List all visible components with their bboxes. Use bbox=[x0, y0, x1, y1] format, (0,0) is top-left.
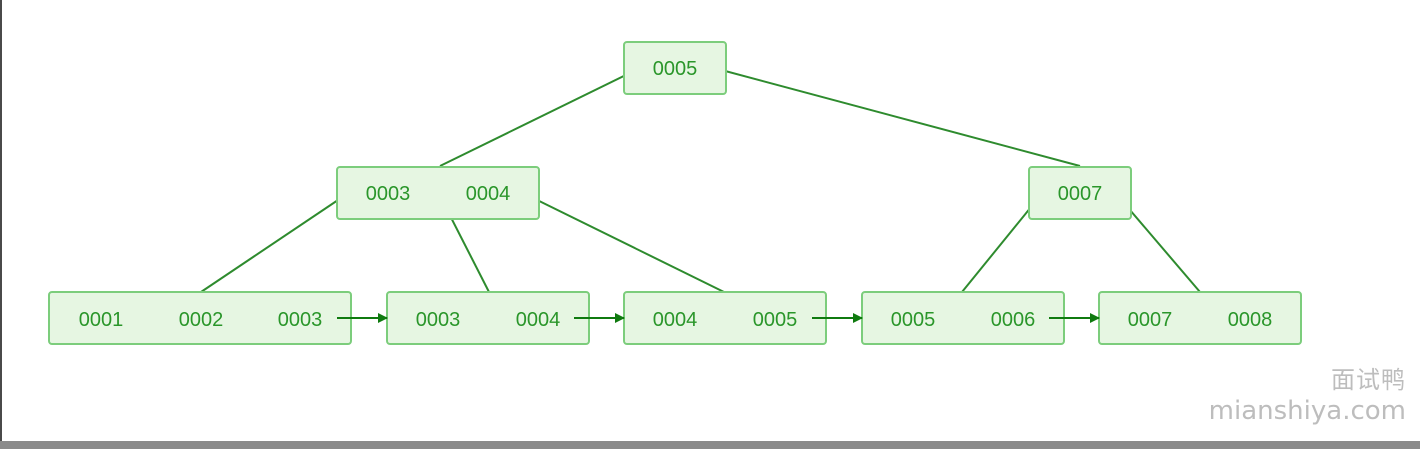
leaf-2-key-0: 0003 bbox=[416, 309, 461, 331]
bottom-edge-bar bbox=[0, 441, 1420, 449]
leaf-5-key-0: 0007 bbox=[1128, 309, 1173, 331]
edge-root-to-internal-right bbox=[713, 67, 1081, 167]
internal-node-right: 0007 bbox=[1028, 166, 1132, 220]
leaf-2-key-1: 0004 bbox=[516, 309, 561, 331]
leaf-1-key-1: 0002 bbox=[179, 309, 224, 331]
leaf-4-key-1: 0006 bbox=[991, 309, 1036, 331]
edge-internal-left-to-leaf-3 bbox=[528, 195, 725, 293]
leaf-3-key-1: 0005 bbox=[753, 309, 798, 331]
internal-node-left: 0003 0004 bbox=[336, 166, 540, 220]
leaf-3-key-0: 0004 bbox=[653, 309, 698, 331]
watermark-site: mianshiya.com bbox=[1208, 396, 1406, 426]
internal-left-key-0: 0003 bbox=[366, 183, 411, 205]
leaf-4-key-0: 0005 bbox=[891, 309, 936, 331]
leaf-node-4: 0005 0006 bbox=[861, 291, 1065, 345]
edge-internal-right-to-leaf-4 bbox=[961, 195, 1041, 293]
watermark-chinese: 面试鸭 bbox=[1331, 366, 1406, 394]
leaf-node-2: 0003 0004 bbox=[386, 291, 590, 345]
leaf-node-3: 0004 0005 bbox=[623, 291, 827, 345]
leaf-node-1: 0001 0002 0003 bbox=[48, 291, 352, 345]
root-node: 0005 bbox=[623, 41, 727, 95]
edge-root-to-internal-left bbox=[439, 69, 637, 167]
internal-right-key-0: 0007 bbox=[1058, 183, 1103, 205]
leaf-node-5: 0007 0008 bbox=[1098, 291, 1302, 345]
leaf-1-key-0: 0001 bbox=[79, 309, 124, 331]
internal-left-key-1: 0004 bbox=[466, 183, 511, 205]
leaf-5-key-1: 0008 bbox=[1228, 309, 1273, 331]
root-key-0: 0005 bbox=[653, 58, 698, 80]
leaf-1-key-2: 0003 bbox=[278, 309, 323, 331]
edge-internal-left-to-leaf-1 bbox=[200, 195, 345, 293]
